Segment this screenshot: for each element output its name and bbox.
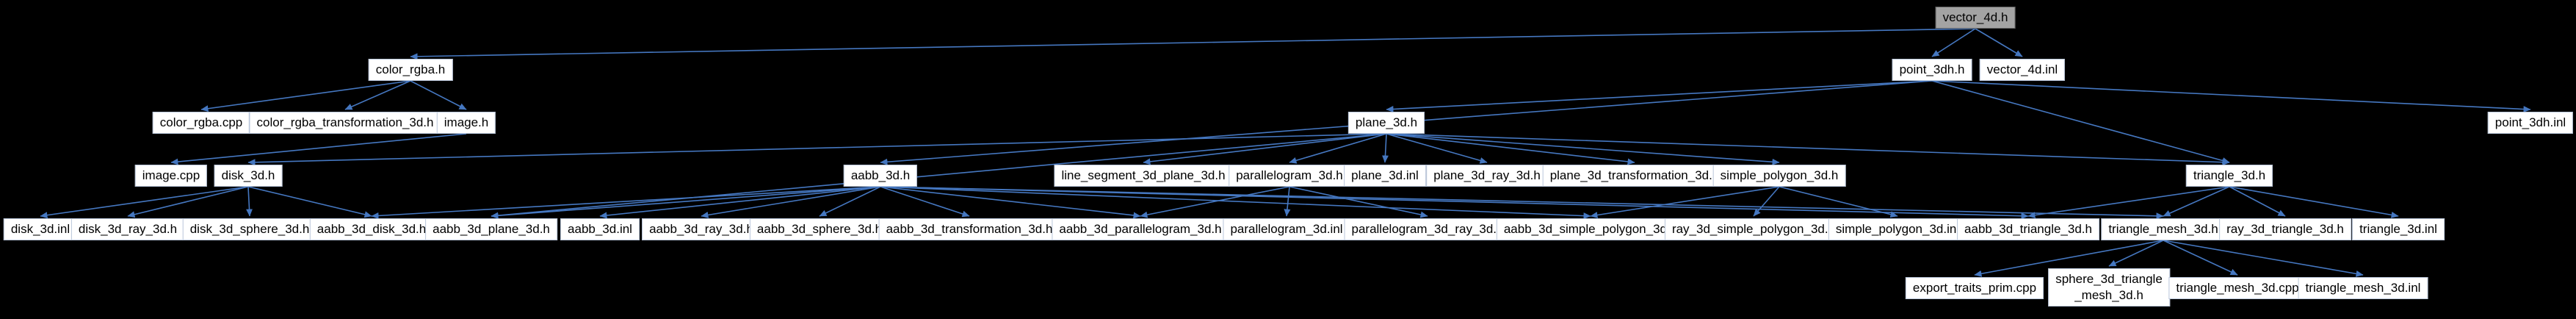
node-disk_3d_sphere_3d_h[interactable]: disk_3d_sphere_3d.h (182, 218, 317, 240)
node-aabb_3d_plane_3d_h[interactable]: aabb_3d_plane_3d.h (425, 218, 557, 240)
edge-vector_4d_h--color_rgba_h (410, 28, 1976, 60)
node-color_rgba_transformation_3d_h[interactable]: color_rgba_transformation_3d.h (249, 112, 441, 134)
edge-triangle_3d_h--ray_3d_triangle_3d_h (2229, 186, 2286, 217)
node-vector_4d_inl[interactable]: vector_4d.inl (1979, 59, 2066, 81)
edge-triangle_3d_h--triangle_mesh_3d_h (2163, 186, 2230, 217)
node-aabb_3d_sphere_3d_h[interactable]: aabb_3d_sphere_3d.h (749, 218, 890, 240)
edge-plane_3d_h--plane_3d_transformation_3d_h (1386, 133, 1635, 165)
edge-disk_3d_h--aabb_3d_disk_3d_h (247, 186, 372, 218)
edge-plane_3d_h--simple_polygon_3d_h (1386, 133, 1780, 165)
node-aabb_3d_h[interactable]: aabb_3d.h (843, 165, 918, 187)
node-vector_4d_h[interactable]: vector_4d.h (1935, 7, 2016, 29)
edge-vector_4d_h--point_3dh_h (1931, 28, 1976, 57)
node-plane_3d_inl[interactable]: plane_3d.inl (1344, 165, 1426, 187)
node-aabb_3d_inl[interactable]: aabb_3d.inl (560, 218, 640, 240)
node-point_3dh_h[interactable]: point_3dh.h (1892, 59, 1972, 81)
node-line_segment_3d_plane_3d_h[interactable]: line_segment_3d_plane_3d.h (1054, 165, 1233, 187)
node-aabb_3d_triangle_3d_h[interactable]: aabb_3d_triangle_3d.h (1957, 218, 2099, 240)
node-ray_3d_simple_polygon_3d_h[interactable]: ray_3d_simple_polygon_3d.h (1664, 218, 1843, 240)
edge-simple_polygon_3d_h--ray_3d_simple_polygon_3d_h (1753, 186, 1780, 217)
edge-aabb_3d_h--aabb_3d_ray_3d_h (701, 186, 881, 218)
node-parallelogram_3d_ray_3d_h[interactable]: parallelogram_3d_ray_3d.h (1344, 218, 1511, 240)
edge-aabb_3d_h--aabb_3d_sphere_3d_h (819, 186, 881, 217)
edge-plane_3d_h--line_segment_3d_plane_3d_h (1143, 133, 1387, 165)
edge-parallelogram_3d_h--parallelogram_3d_ray_3d_h (1289, 186, 1428, 218)
edge-plane_3d_h--triangle_3d_h (1386, 133, 2230, 166)
edge-point_3dh_h--point_3dh_inl (1931, 80, 2531, 113)
edge-simple_polygon_3d_h--simple_polygon_3d_inl (1779, 186, 1898, 218)
node-aabb_3d_parallelogram_3d_h[interactable]: aabb_3d_parallelogram_3d.h (1052, 218, 1229, 240)
node-parallelogram_3d_inl[interactable]: parallelogram_3d.inl (1223, 218, 1350, 240)
edge-triangle_mesh_3d_h--sphere_3d_triangle_mesh_3d_h (2108, 240, 2164, 267)
edge-simple_polygon_3d_h--aabb_3d_simple_polygon_3d_h (1590, 186, 1780, 218)
node-aabb_3d_transformation_3d_h[interactable]: aabb_3d_transformation_3d.h (878, 218, 1060, 240)
edge-image_h--image_cpp (170, 133, 467, 165)
edge-parallelogram_3d_h--aabb_3d_parallelogram_3d_h (1140, 186, 1290, 218)
edge-color_rgba_h--image_h (410, 80, 467, 110)
node-image_h[interactable]: image.h (436, 112, 496, 134)
edge-disk_3d_h--disk_3d_ray_3d_h (127, 186, 249, 218)
node-disk_3d_h[interactable]: disk_3d.h (214, 165, 283, 187)
node-aabb_3d_simple_polygon_3d_h[interactable]: aabb_3d_simple_polygon_3d.h (1496, 218, 1685, 240)
edge-plane_3d_h--plane_3d_inl (1382, 133, 1389, 163)
edge-disk_3d_h--disk_3d_inl (40, 186, 249, 219)
edge-point_3dh_h--triangle_3d_h (1931, 80, 2230, 164)
edge-aabb_3d_h--aabb_3d_disk_3d_h (371, 186, 881, 219)
node-plane_3d_ray_3d_h[interactable]: plane_3d_ray_3d.h (1426, 165, 1548, 187)
node-ray_3d_triangle_3d_h[interactable]: ray_3d_triangle_3d.h (2219, 218, 2351, 240)
edge-aabb_3d_h--aabb_3d_transformation_3d_h (880, 186, 970, 218)
edge-triangle_mesh_3d_h--export_traits_prim_cpp (1974, 240, 2164, 277)
node-color_rgba_h[interactable]: color_rgba.h (368, 59, 453, 81)
node-simple_polygon_3d_h[interactable]: simple_polygon_3d.h (1712, 165, 1846, 187)
edge-triangle_mesh_3d_h--triangle_mesh_3d_inl (2163, 240, 2364, 277)
node-triangle_mesh_3d_h[interactable]: triangle_mesh_3d.h (2101, 218, 2226, 240)
node-plane_3d_h[interactable]: plane_3d.h (1347, 112, 1425, 134)
edge-aabb_3d_h--aabb_3d_plane_3d_h (491, 186, 881, 219)
edge-plane_3d_h--aabb_3d_plane_3d_h (491, 133, 1387, 219)
edge-triangle_3d_h--aabb_3d_triangle_3d_h (2027, 186, 2230, 219)
node-disk_3d_inl[interactable]: disk_3d.inl (3, 218, 78, 240)
node-disk_3d_ray_3d_h[interactable]: disk_3d_ray_3d.h (70, 218, 185, 240)
node-plane_3d_transformation_3d_h[interactable]: plane_3d_transformation_3d.h (1542, 165, 1727, 187)
edge-point_3dh_h--plane_3d_h (1386, 80, 1933, 112)
node-triangle_3d_inl[interactable]: triangle_3d.inl (2352, 218, 2445, 240)
node-triangle_mesh_3d_cpp[interactable]: triangle_mesh_3d.cpp (2168, 277, 2307, 299)
edge-color_rgba_h--color_rgba_cpp (200, 80, 411, 112)
edge-plane_3d_h--disk_3d_h (247, 133, 1387, 166)
edge-disk_3d_h--disk_3d_sphere_3d_h (246, 186, 253, 217)
edge-aabb_3d_h--aabb_3d_inl (599, 186, 881, 219)
node-triangle_3d_h[interactable]: triangle_3d.h (2185, 165, 2273, 187)
edge-triangle_3d_h--triangle_3d_inl (2229, 186, 2399, 218)
node-image_cpp[interactable]: image.cpp (134, 165, 208, 187)
edge-triangle_mesh_3d_h--triangle_mesh_3d_cpp (2163, 240, 2238, 276)
edge-plane_3d_h--parallelogram_3d_h (1289, 133, 1387, 164)
node-triangle_mesh_3d_inl[interactable]: triangle_mesh_3d.inl (2298, 277, 2428, 299)
node-parallelogram_3d_h[interactable]: parallelogram_3d.h (1229, 165, 1350, 187)
edge-vector_4d_h--vector_4d_inl (1975, 28, 2023, 57)
edge-parallelogram_3d_h--parallelogram_3d_inl (1284, 186, 1291, 217)
edge-plane_3d_h--plane_3d_ray_3d_h (1386, 133, 1488, 164)
node-color_rgba_cpp[interactable]: color_rgba.cpp (152, 112, 250, 134)
edge-group (40, 28, 2531, 277)
edge-aabb_3d_h--aabb_3d_simple_polygon_3d_h (880, 186, 1591, 220)
edge-color_rgba_h--color_rgba_transformation_3d_h (344, 80, 411, 110)
edge-aabb_3d_h--aabb_3d_parallelogram_3d_h (880, 186, 1141, 219)
node-sphere_3d_triangle_mesh_3d_h[interactable]: sphere_3d_triangle _mesh_3d.h (2048, 268, 2170, 307)
node-simple_polygon_3d_inl[interactable]: simple_polygon_3d.inl (1828, 218, 1967, 240)
node-export_traits_prim_cpp[interactable]: export_traits_prim.cpp (1905, 277, 2044, 299)
node-aabb_3d_disk_3d_h[interactable]: aabb_3d_disk_3d.h (309, 218, 434, 240)
node-aabb_3d_ray_3d_h[interactable]: aabb_3d_ray_3d.h (642, 218, 761, 240)
edge-aabb_3d_h--triangle_mesh_3d_h (880, 186, 2164, 220)
node-point_3dh_inl[interactable]: point_3dh.inl (2487, 112, 2574, 134)
